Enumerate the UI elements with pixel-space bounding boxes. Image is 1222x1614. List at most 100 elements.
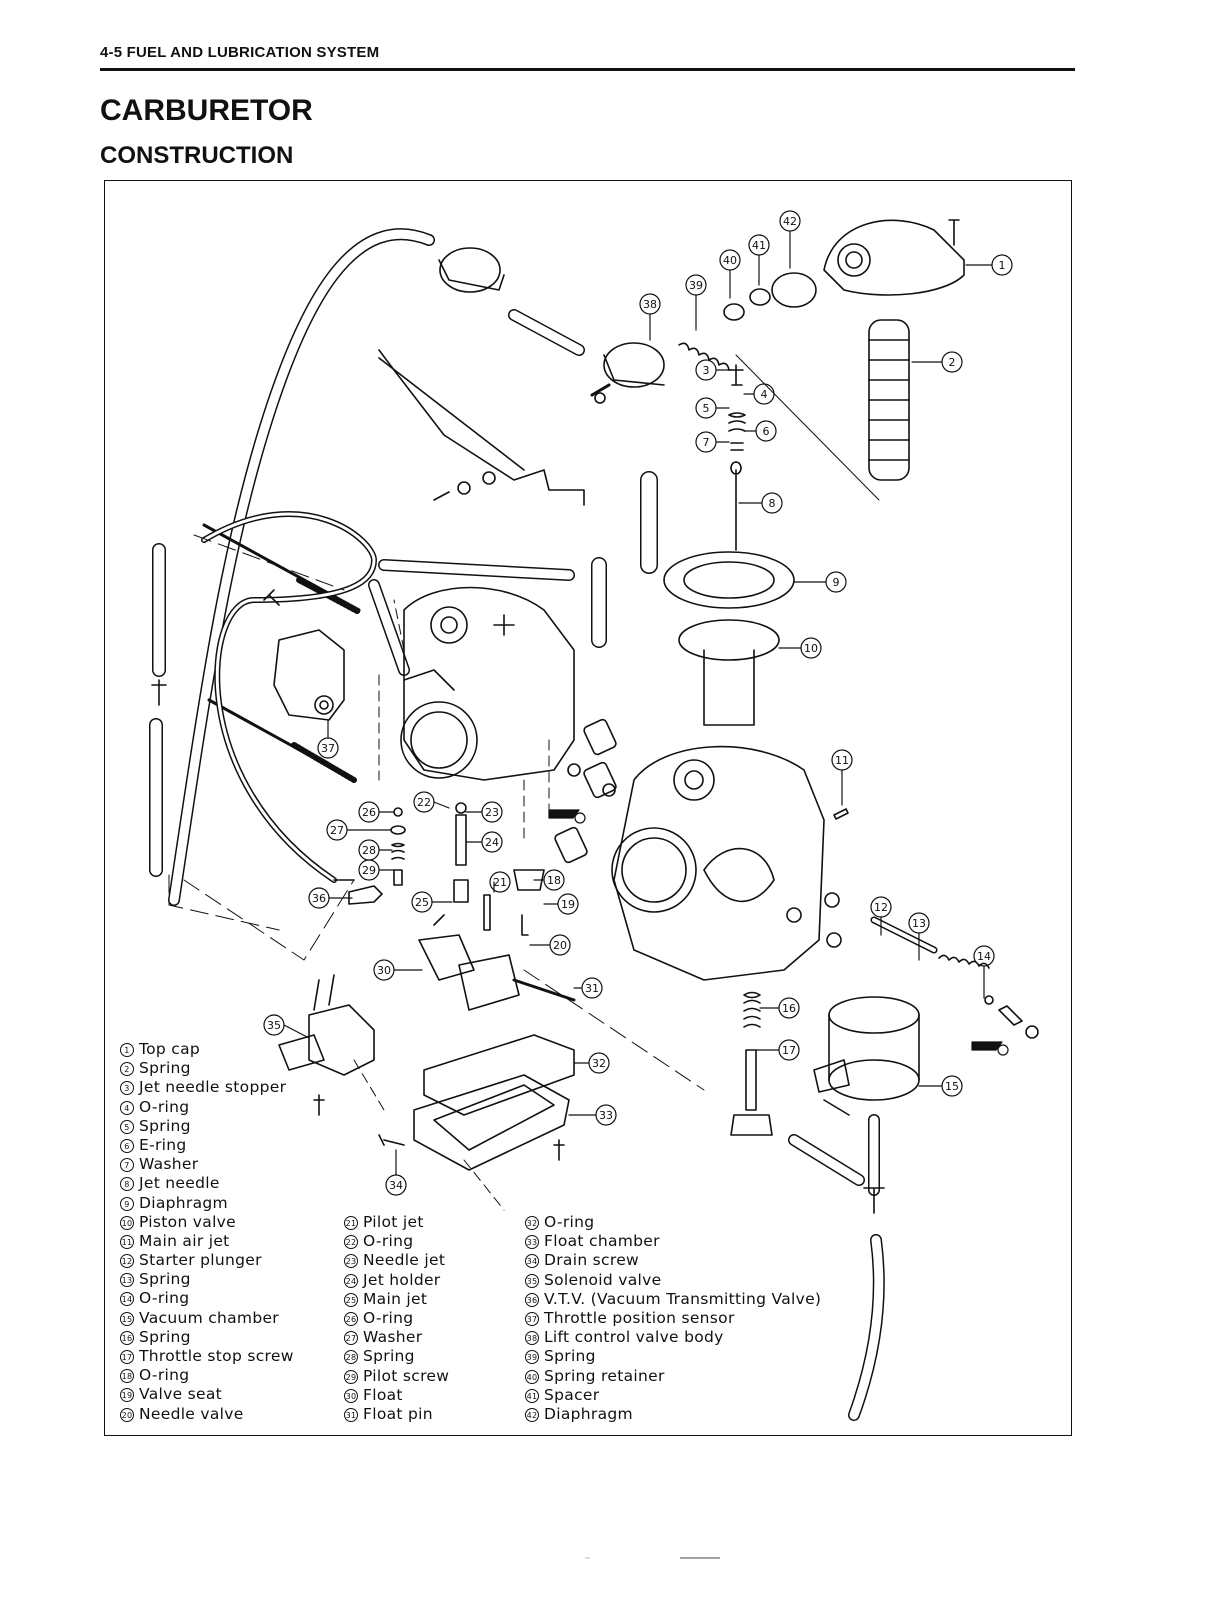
top-cap [823, 219, 965, 296]
callout-35: 35 [263, 1014, 310, 1039]
callout-18: 18 [533, 869, 565, 891]
callout-21: 21 [489, 871, 511, 893]
svg-text:8: 8 [769, 497, 776, 510]
vacuum-chamber [813, 996, 920, 1116]
svg-text:25: 25 [415, 896, 429, 909]
svg-text:12: 12 [874, 901, 888, 914]
svg-text:32: 32 [592, 1057, 606, 1070]
svg-text:17: 17 [782, 1044, 796, 1057]
svg-text:20: 20 [553, 939, 567, 952]
svg-text:28: 28 [362, 844, 376, 857]
svg-text:37: 37 [321, 742, 335, 755]
svg-text:24: 24 [485, 836, 499, 849]
page-title: CARBURETOR [100, 94, 313, 127]
svg-text:26: 26 [362, 806, 376, 819]
svg-text:16: 16 [782, 1002, 796, 1015]
carburetor-body-left [400, 586, 575, 781]
svg-text:31: 31 [585, 982, 599, 995]
callout-32: 32 [573, 1052, 610, 1074]
svg-text:21: 21 [493, 876, 507, 889]
callout-23: 23 [465, 801, 503, 823]
callout-31: 31 [573, 977, 603, 999]
page-subtitle: CONSTRUCTION [100, 142, 294, 169]
callout-labels: 1 2 3 4 5 6 7 8 9 10 11 12 13 14 15 16 1… [263, 210, 1013, 1196]
callout-27: 27 [326, 819, 392, 841]
callout-29: 29 [358, 859, 395, 881]
callout-28: 28 [358, 839, 393, 861]
callout-4: 4 [743, 383, 775, 405]
callout-26: 26 [358, 801, 395, 823]
svg-text:29: 29 [362, 864, 376, 877]
svg-text:33: 33 [599, 1109, 613, 1122]
exploded-view-diagram: 1 2 3 4 5 6 7 8 9 10 11 12 13 14 15 16 1… [149, 210, 1039, 1421]
svg-text:6: 6 [763, 425, 770, 438]
callout-2: 2 [911, 351, 963, 373]
svg-text:1: 1 [999, 259, 1006, 272]
svg-text:42: 42 [783, 215, 797, 228]
svg-text:34: 34 [389, 1179, 403, 1192]
svg-text:27: 27 [330, 824, 344, 837]
callout-7: 7 [695, 431, 730, 453]
callout-14: 14 [973, 945, 995, 999]
svg-text:2: 2 [949, 356, 956, 369]
callout-40: 40 [719, 249, 741, 299]
callout-22: 22 [413, 791, 450, 813]
spring-top [868, 319, 910, 481]
svg-text:3: 3 [703, 364, 710, 377]
callout-41: 41 [748, 234, 770, 286]
svg-text:11: 11 [835, 754, 849, 767]
svg-text:10: 10 [804, 642, 818, 655]
svg-text:14: 14 [977, 950, 991, 963]
diagram-frame [104, 180, 1072, 1436]
callout-8: 8 [738, 492, 783, 514]
lift-control-valve-body [438, 247, 665, 404]
svg-text:4: 4 [761, 388, 768, 401]
callout-30: 30 [373, 959, 423, 981]
callout-36: 36 [308, 887, 353, 909]
svg-text:30: 30 [377, 964, 391, 977]
svg-text:35: 35 [267, 1019, 281, 1032]
callout-19: 19 [543, 893, 579, 915]
svg-text:7: 7 [703, 436, 710, 449]
svg-text:39: 39 [689, 279, 703, 292]
carburetor-body-right [611, 745, 825, 981]
svg-text:40: 40 [723, 254, 737, 267]
callout-20: 20 [529, 934, 571, 956]
grease-symbol-icon [548, 809, 1009, 1056]
svg-text:36: 36 [312, 892, 326, 905]
svg-text:13: 13 [912, 917, 926, 930]
callout-11: 11 [831, 749, 853, 806]
callout-25: 25 [411, 891, 453, 913]
solenoid-valve [278, 974, 375, 1116]
